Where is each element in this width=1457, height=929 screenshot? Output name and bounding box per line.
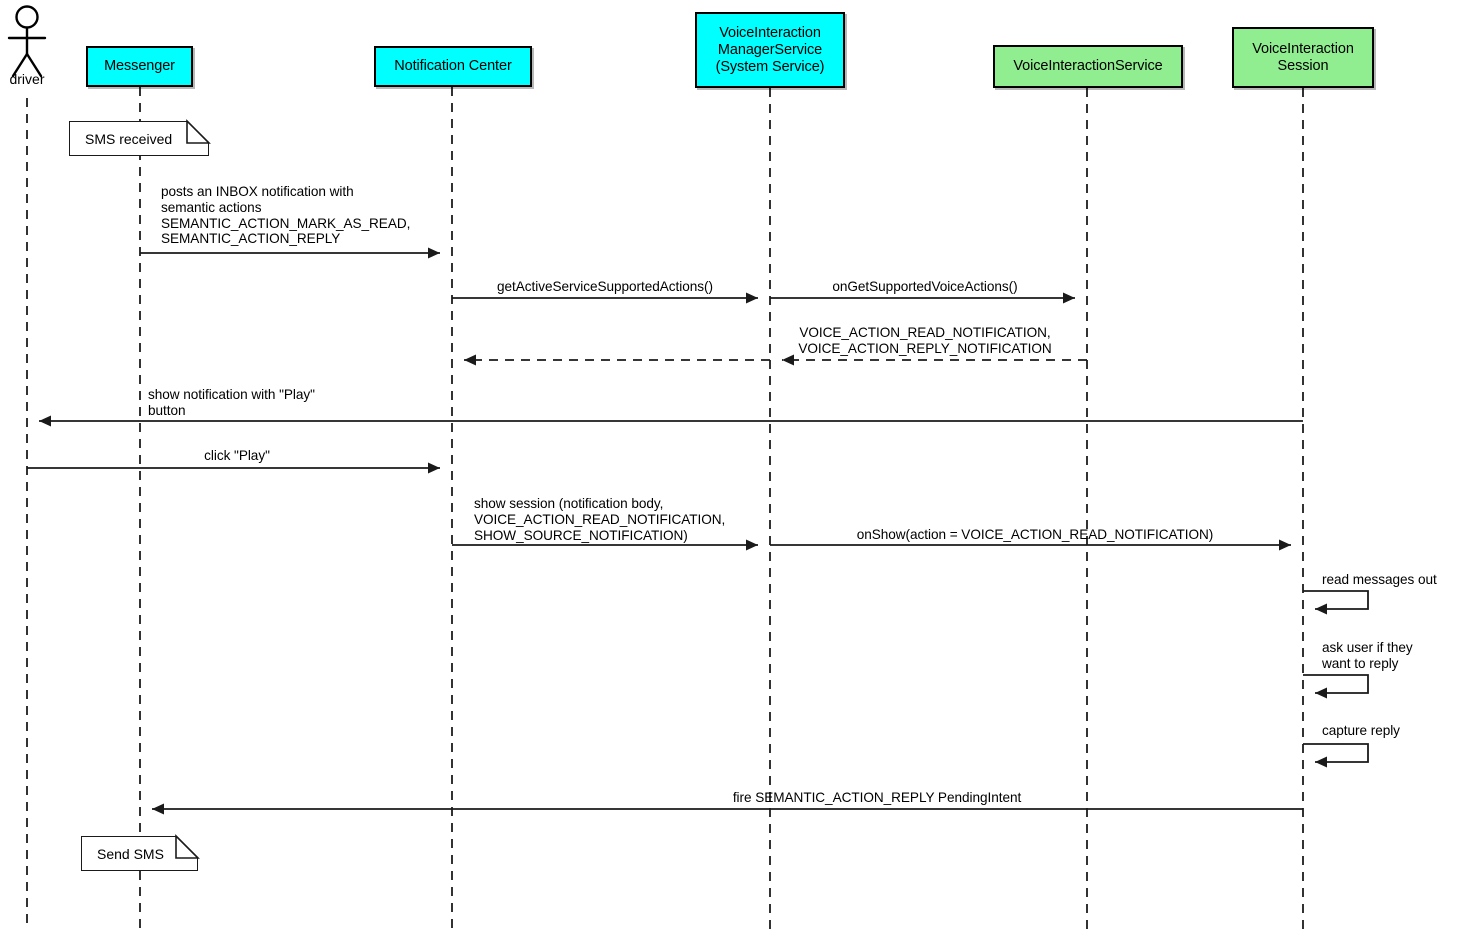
actor-driver-label: driver bbox=[9, 71, 45, 87]
label-self-ask-user-reply: ask user if they want to reply bbox=[1322, 640, 1413, 671]
participant-voice-interaction-service-label: VoiceInteractionService bbox=[1013, 58, 1163, 74]
arrow-self-ask-user-reply bbox=[1303, 674, 1369, 699]
participant-voice-interaction-session[interactable]: VoiceInteraction Session bbox=[1232, 27, 1374, 88]
participant-voice-interaction-service[interactable]: VoiceInteractionService bbox=[993, 45, 1183, 88]
label-self-read-messages-out: read messages out bbox=[1322, 572, 1437, 587]
note-send-sms-label: Send SMS bbox=[97, 845, 164, 862]
label-self-capture-reply: capture reply bbox=[1322, 723, 1400, 738]
label-show-session: show session (notification body, VOICE_A… bbox=[474, 496, 726, 543]
actor-driver-figure bbox=[7, 5, 47, 78]
participant-voice-interaction-manager-service[interactable]: VoiceInteraction ManagerService (System … bbox=[695, 12, 845, 88]
label-posts-inbox-notification: posts an INBOX notification with semanti… bbox=[161, 184, 411, 247]
label-return-voice-actions: VOICE_ACTION_READ_NOTIFICATION, VOICE_AC… bbox=[798, 325, 1052, 356]
participant-notification-center-label: Notification Center bbox=[394, 58, 512, 74]
participant-voice-interaction-manager-service-label: VoiceInteraction ManagerService (System … bbox=[715, 24, 825, 75]
label-fire-semantic-action-reply-pendingintent: fire SEMANTIC_ACTION_REPLY PendingIntent bbox=[732, 790, 1022, 805]
note-send-sms: Send SMS bbox=[81, 836, 198, 871]
label-on-show: onShow(action = VOICE_ACTION_READ_NOTIFI… bbox=[856, 527, 1214, 542]
label-show-notification: show notification with "Play" button bbox=[148, 387, 315, 418]
arrow-self-capture-reply bbox=[1303, 743, 1369, 768]
label-on-get-supported-voice-actions: onGetSupportedVoiceActions() bbox=[832, 279, 1018, 294]
participant-messenger-label: Messenger bbox=[104, 58, 175, 74]
label-click-play: click "Play" bbox=[204, 448, 270, 463]
participant-notification-center[interactable]: Notification Center bbox=[374, 46, 532, 87]
participant-voice-interaction-session-label: VoiceInteraction Session bbox=[1252, 40, 1354, 74]
note-sms-received: SMS received bbox=[69, 121, 209, 156]
arrow-self-read-messages-out bbox=[1303, 590, 1369, 615]
participant-messenger[interactable]: Messenger bbox=[86, 46, 193, 87]
label-get-active-service-supported-actions: getActiveServiceSupportedActions() bbox=[497, 279, 713, 294]
note-sms-received-label: SMS received bbox=[85, 130, 173, 147]
